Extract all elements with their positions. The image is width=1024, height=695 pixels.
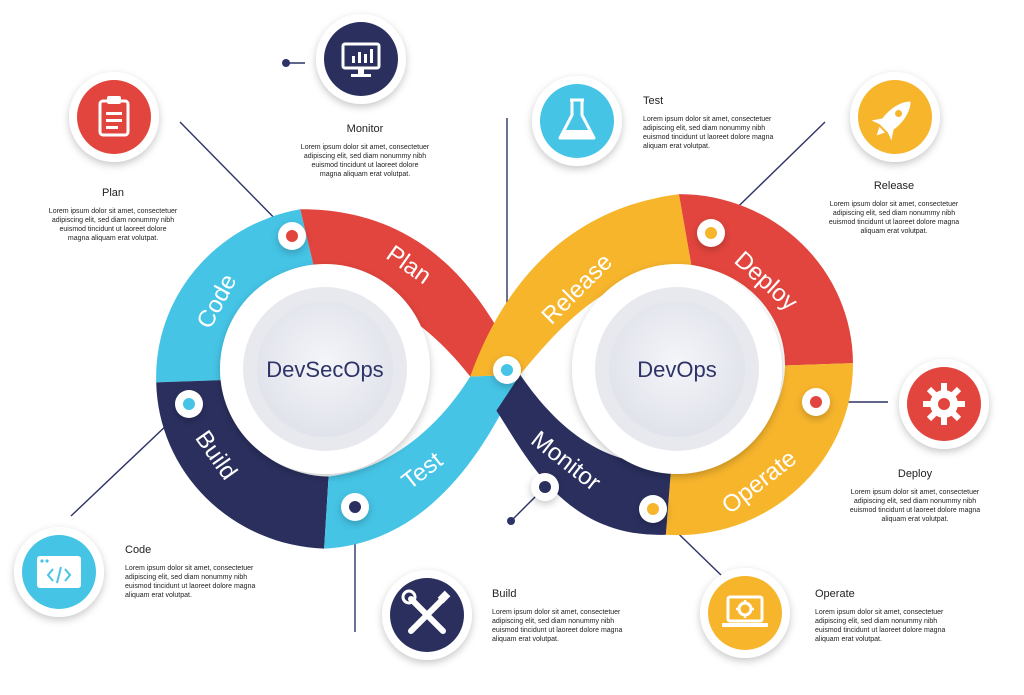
test-block: Test Lorem ipsum dolor sit amet, consect… xyxy=(643,95,778,151)
monitor-chart-icon xyxy=(316,14,406,104)
deploy-block: Deploy Lorem ipsum dolor sit amet, conse… xyxy=(848,468,982,524)
monitor-description: Lorem ipsum dolor sit amet, consectetuer… xyxy=(300,144,430,178)
clipboard-icon xyxy=(69,72,159,162)
segment-test xyxy=(324,374,521,549)
node-build xyxy=(341,493,369,521)
hub-devops xyxy=(572,264,782,474)
segment-build xyxy=(156,380,329,549)
monitor-title: Monitor xyxy=(346,123,384,135)
tools-icon xyxy=(382,570,472,660)
node-end-monitor xyxy=(282,59,290,67)
laptop-gear-icon xyxy=(700,568,790,658)
node-plan xyxy=(278,222,306,250)
gear-icon xyxy=(899,359,989,449)
plan-description: Lorem ipsum dolor sit amet, consectetuer… xyxy=(48,208,178,242)
deploy-description: Lorem ipsum dolor sit amet, consectetuer… xyxy=(849,489,981,523)
plan-block: Plan Lorem ipsum dolor sit amet, consect… xyxy=(48,187,178,243)
hub-devsecops xyxy=(220,264,430,474)
hub-label-devsecops: DevSecOps xyxy=(266,357,383,382)
node-release xyxy=(697,219,725,247)
test-title: Test xyxy=(643,95,664,107)
operate-description: Lorem ipsum dolor sit amet, consectetuer… xyxy=(815,609,946,643)
segment-plan xyxy=(300,209,499,377)
release-description: Lorem ipsum dolor sit amet, consectetuer… xyxy=(828,201,960,235)
code-title: Code xyxy=(125,544,152,556)
segment-release xyxy=(470,194,692,377)
monitor-block: Monitor Lorem ipsum dolor sit amet, cons… xyxy=(300,123,430,179)
flask-icon xyxy=(532,76,622,166)
node-deploy xyxy=(802,388,830,416)
build-block: Build Lorem ipsum dolor sit amet, consec… xyxy=(492,588,627,644)
segment-monitor xyxy=(496,374,672,535)
release-title: Release xyxy=(873,180,915,192)
node-test xyxy=(493,356,521,384)
node-monitor xyxy=(531,473,559,501)
code-block: Code Lorem ipsum dolor sit amet, consect… xyxy=(125,544,260,600)
test-description: Lorem ipsum dolor sit amet, consectetuer… xyxy=(643,116,774,150)
rocket-icon xyxy=(850,72,940,162)
operate-block: Operate Lorem ipsum dolor sit amet, cons… xyxy=(815,588,950,644)
node-end-monitor-lower xyxy=(507,517,515,525)
hub-label-devops: DevOps xyxy=(637,357,716,382)
code-window-icon xyxy=(14,527,104,617)
build-description: Lorem ipsum dolor sit amet, consectetuer… xyxy=(492,609,623,643)
node-code xyxy=(175,390,203,418)
operate-title: Operate xyxy=(815,588,855,600)
release-block: Release Lorem ipsum dolor sit amet, cons… xyxy=(828,180,960,236)
build-title: Build xyxy=(492,588,517,600)
plan-title: Plan xyxy=(101,187,125,199)
node-operate xyxy=(639,495,667,523)
deploy-title: Deploy xyxy=(897,468,933,480)
segment-code xyxy=(156,209,317,383)
code-description: Lorem ipsum dolor sit amet, consectetuer… xyxy=(125,565,256,599)
